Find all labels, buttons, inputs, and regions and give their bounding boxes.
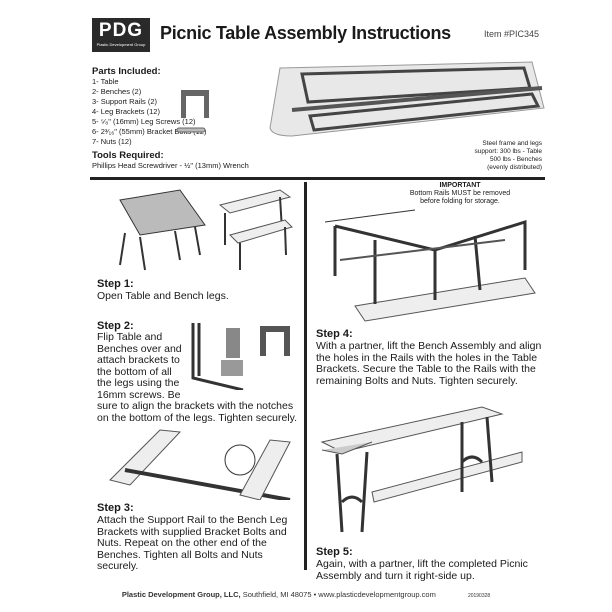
capacity-line: support: 300 lbs - Table (474, 148, 542, 155)
part-item: 5- ⁵⁄₈" (16mm) Leg Screws (12) (92, 117, 196, 126)
divider (304, 182, 307, 570)
step3-label: Step 3: (97, 502, 134, 514)
tools-text: Phillips Head Screwdriver - ½" (13mm) Wr… (92, 161, 249, 170)
step4-text: With a partner, lift the Bench Assembly … (316, 340, 542, 387)
footer-code: 20190328 (467, 593, 491, 599)
important-note: IMPORTANT Bottom Rails MUST be removed b… (390, 182, 530, 206)
step4-label: Step 4: (316, 328, 353, 340)
capacity-line: 500 lbs - Benches (489, 156, 542, 163)
logo-text: PDG (98, 20, 144, 41)
step1-text: Open Table and Bench legs. (97, 290, 229, 302)
step5-label: Step 5: (316, 546, 353, 558)
important-title: IMPORTANT (439, 182, 481, 189)
tools-heading: Tools Required: (92, 150, 164, 161)
part-item: 3- Support Rails (2) (92, 97, 158, 106)
step3-text: Attach the Support Rail to the Bench Leg… (97, 514, 288, 572)
step1-label: Step 1: (97, 278, 134, 290)
capacity-note: Steel frame and legs support: 300 lbs - … (420, 140, 542, 172)
page-title: Picnic Table Assembly Instructions (160, 23, 451, 43)
parts-heading: Parts Included: (92, 66, 161, 77)
pdg-logo: PDG Plastic Development Group (92, 18, 150, 52)
step3-illustration (109, 429, 291, 500)
step5-illustration (320, 406, 523, 533)
step4-illustration (324, 209, 536, 322)
step2-block: Step 2: Flip Table and Benches over and … (97, 320, 300, 424)
step2-text: Flip Table and Benches over and attach b… (97, 331, 298, 424)
part-item: 7- Nuts (12) (92, 137, 132, 146)
item-number: Item #PIC345 (484, 29, 540, 39)
parts-list: Parts Included: 1- Table 2- Benches (2) … (92, 66, 249, 171)
step5-text: Again, with a partner, lift the complete… (316, 558, 528, 582)
divider (90, 177, 545, 180)
important-line: Bottom Rails MUST be removed (409, 190, 511, 197)
step2-label: Step 2: (97, 320, 134, 332)
table-top-illustration (269, 61, 545, 137)
part-item: 6- 2³⁄₁₆" (55mm) Bracket Bolts (12) (92, 127, 207, 136)
hardware-illustration (176, 90, 209, 133)
footer-address: Southfield, MI 48075 • www.plasticdevelo… (242, 590, 436, 599)
capacity-line: (evenly distributed) (487, 164, 542, 171)
step1-illustration (119, 189, 293, 271)
logo-subtext: Plastic Development Group (96, 42, 146, 47)
footer: Plastic Development Group, LLC, Southfie… (0, 590, 612, 599)
step2-illustration (191, 323, 290, 390)
important-line: before folding for storage. (420, 198, 500, 205)
part-item: 4- Leg Brackets (12) (92, 107, 160, 116)
part-item: 1- Table (92, 77, 119, 86)
footer-company: Plastic Development Group, LLC, (121, 590, 241, 599)
capacity-line: Steel frame and legs (482, 140, 542, 147)
part-item: 2- Benches (2) (92, 87, 142, 96)
